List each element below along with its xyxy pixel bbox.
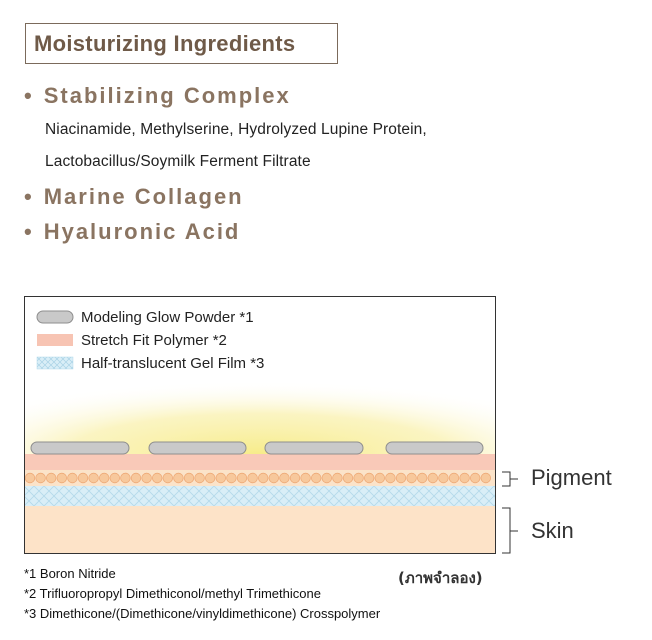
ingredient-detail-line: Niacinamide, Methylserine, Hydrolyzed Lu… (45, 121, 427, 138)
gel-film-layer (25, 486, 495, 506)
powder-particle (385, 441, 484, 455)
bead-row (24, 472, 492, 484)
legend-powder-label: Modeling Glow Powder *1 (81, 309, 254, 326)
pigment-bead (268, 472, 280, 484)
pigment-bead (300, 472, 311, 484)
pigment-bead (67, 472, 78, 484)
ingredient-detail-line: Lactobacillus/Soymilk Ferment Filtrate (45, 153, 311, 170)
pigment-bead (321, 472, 333, 484)
pigment-bead (332, 472, 343, 484)
pigment-bead (289, 472, 301, 484)
pigment-bead (417, 472, 428, 484)
pigment-bead (120, 472, 131, 484)
pigment-bead (342, 472, 354, 484)
pigment-bead (24, 472, 36, 484)
pigment-bead (204, 472, 216, 484)
pigment-bead (56, 472, 68, 484)
pigment-bead (406, 472, 417, 484)
pigment-bead (151, 472, 163, 484)
legend-polymer-label: Stretch Fit Polymer *2 (81, 332, 227, 349)
pigment-bead (88, 472, 99, 484)
pigment-bead (141, 472, 152, 484)
pigment-bead (448, 472, 460, 484)
pigment-bead (374, 472, 386, 484)
pigment-label: Pigment (531, 465, 612, 490)
ingredient-marine-collagen: • Marine Collagen (24, 184, 244, 210)
page-title: Moisturizing Ingredients (34, 30, 296, 56)
pigment-bead (162, 472, 174, 484)
pigment-bead (257, 472, 269, 484)
powder-particle (264, 441, 364, 455)
footnote-1: *1 Boron Nitride (24, 566, 116, 581)
pigment-bead (459, 472, 470, 484)
skin-label: Skin (531, 518, 574, 543)
pigment-bead (130, 472, 142, 484)
polymer-swatch (37, 334, 73, 346)
pigment-bracket (502, 471, 511, 487)
powder-particle (30, 441, 130, 455)
pigment-bead (77, 472, 89, 484)
pigment-bead (364, 472, 375, 484)
ingredient-name: Stabilizing Complex (43, 83, 291, 108)
pigment-bead (98, 472, 110, 484)
pigment-bead (236, 472, 248, 484)
footnote-3: *3 Dimethicone/(Dimethicone/vinyldimethi… (24, 606, 381, 621)
ingredient-name: Hyaluronic Acid (43, 219, 241, 244)
polymer-layer (25, 454, 495, 470)
skin-bracket (502, 507, 511, 554)
pigment-bead (194, 472, 205, 484)
layer-diagram: Modeling Glow Powder *1 Stretch Fit Poly… (24, 296, 496, 554)
bullet-dot: • (24, 83, 34, 108)
ingredient-hyaluronic-acid: • Hyaluronic Acid (24, 219, 240, 245)
pigment-bead (427, 472, 439, 484)
powder-particle (148, 441, 247, 455)
pigment-bead (226, 472, 237, 484)
title-box: Moisturizing Ingredients (25, 23, 338, 64)
pigment-bead (311, 472, 322, 484)
pigment-bead (183, 472, 195, 484)
powder-swatch (36, 310, 74, 324)
ingredient-stabilizing-complex: • Stabilizing Complex (24, 83, 291, 109)
pigment-bead (35, 472, 46, 484)
glow-light (25, 356, 495, 454)
bullet-dot: • (24, 184, 34, 209)
pigment-bead (438, 472, 449, 484)
pigment-bead (470, 472, 481, 484)
pigment-bead (480, 472, 492, 484)
pigment-bead (279, 472, 290, 484)
skin-layer (25, 506, 495, 553)
diagram-frame (24, 296, 496, 554)
pigment-bead (395, 472, 407, 484)
gel-swatch (36, 356, 74, 370)
ingredient-name: Marine Collagen (43, 184, 244, 209)
pigment-bead (353, 472, 364, 484)
pigment-bead (46, 472, 57, 484)
pigment-bead (173, 472, 184, 484)
bullet-dot: • (24, 219, 34, 244)
pigment-bead (215, 472, 227, 484)
illustration-note: (ภาพจำลอง) (398, 569, 483, 587)
footnote-2: *2 Trifluoropropyl Dimethiconol/methyl T… (24, 586, 321, 601)
pigment-bead (109, 472, 121, 484)
legend-gel-label: Half-translucent Gel Film *3 (81, 355, 264, 372)
pigment-bead (247, 472, 258, 484)
pigment-bead (385, 472, 396, 484)
